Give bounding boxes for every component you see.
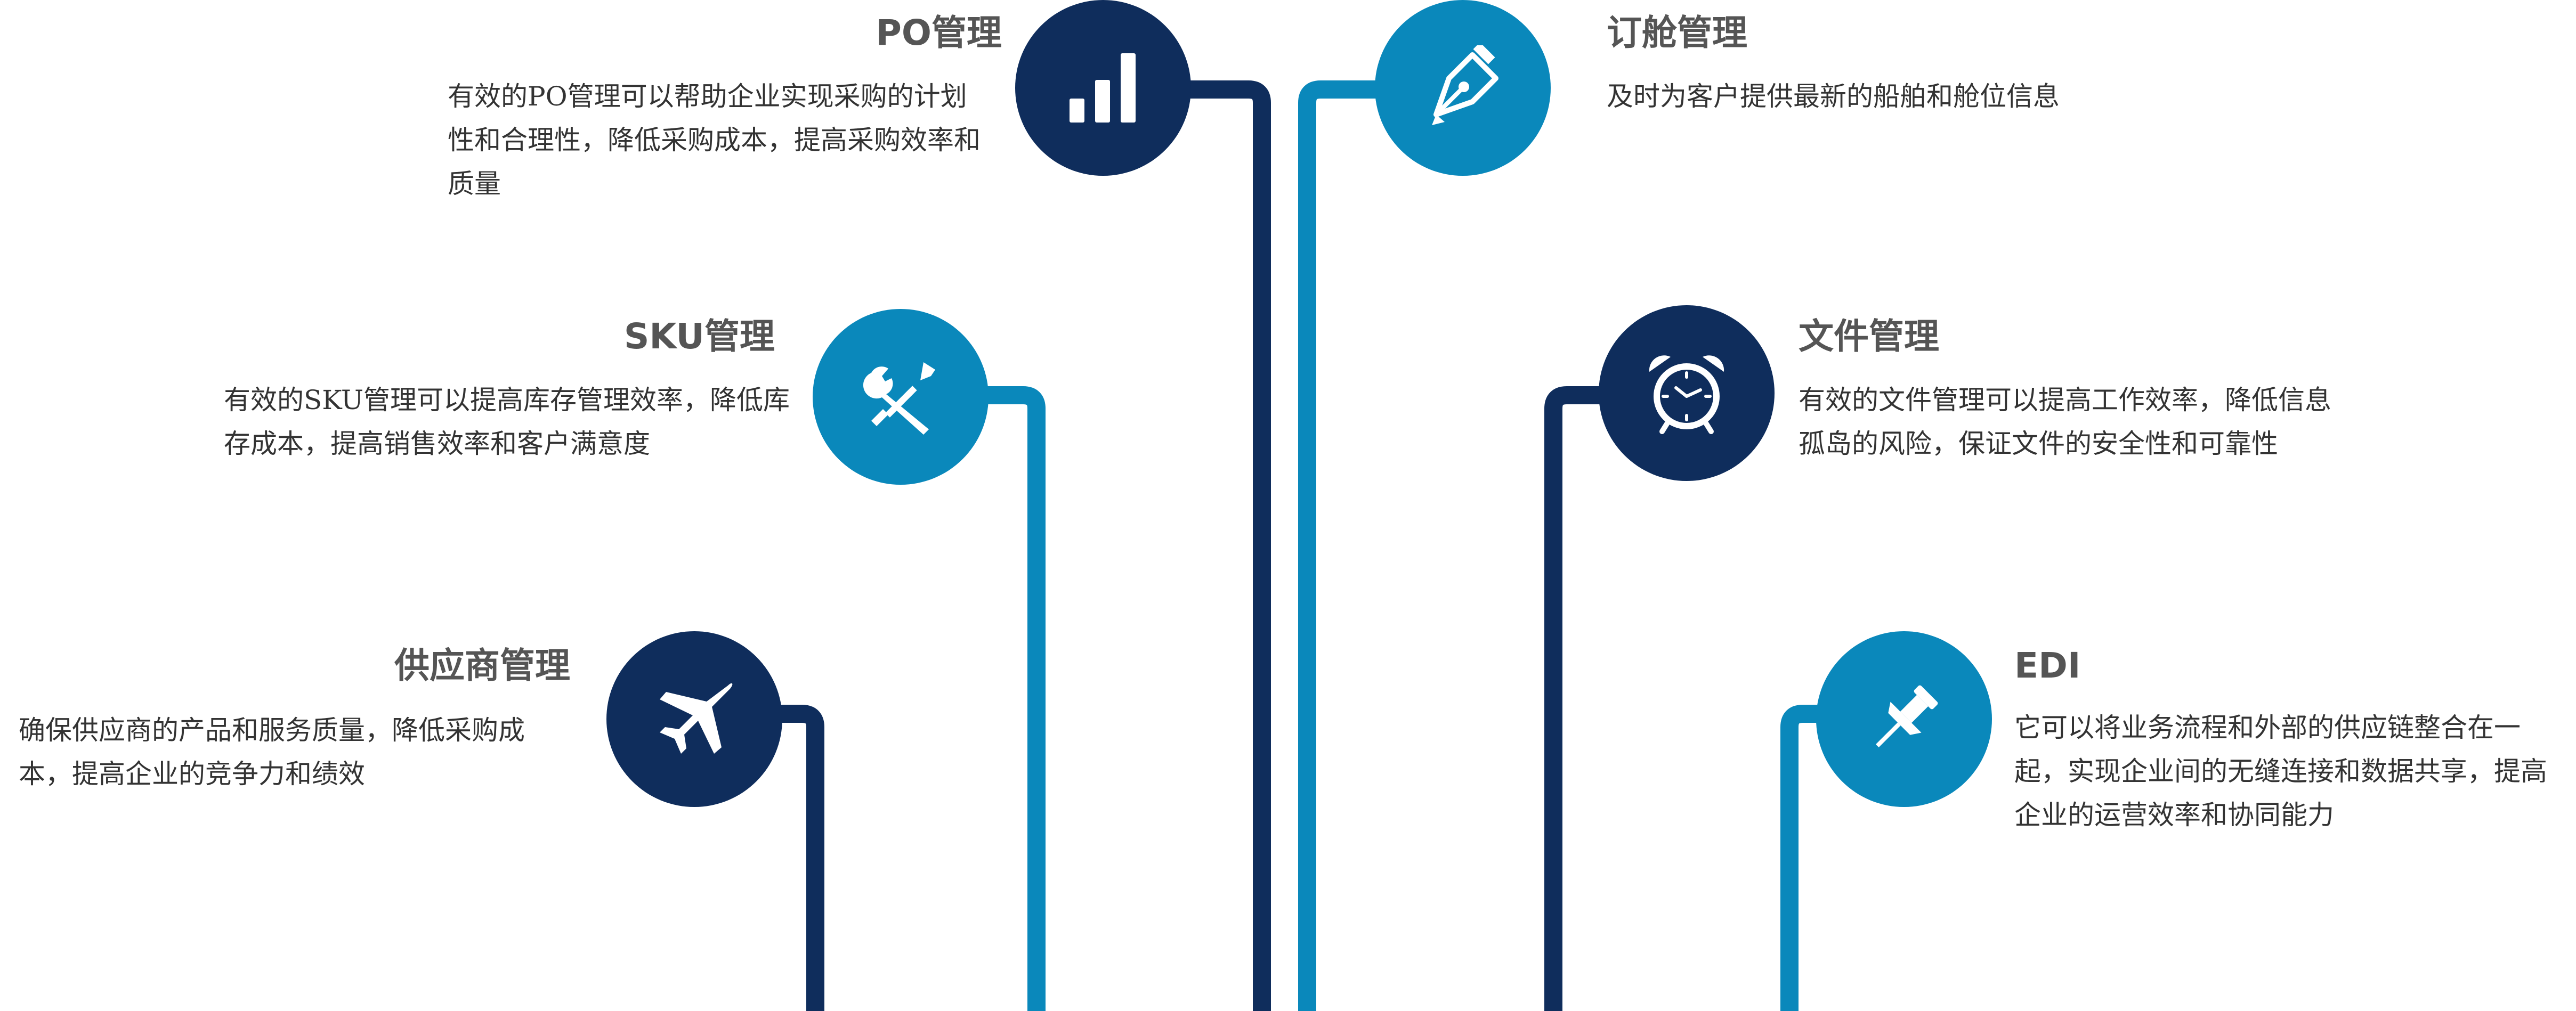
pen-nib-icon	[1432, 45, 1498, 125]
edi-title: EDI	[2014, 645, 2081, 686]
booking-icon-circle	[1375, 0, 1551, 176]
sku-title: SKU管理	[623, 316, 775, 357]
tools-icon	[863, 362, 935, 435]
edi-icon-circle	[1816, 631, 1992, 807]
file-title: 文件管理	[1799, 316, 1939, 357]
connector-line-file	[1544, 386, 1607, 1011]
sku-icon-circle	[813, 309, 989, 485]
bar-chart-icon	[1070, 53, 1136, 123]
file-icon-circle	[1599, 305, 1775, 481]
supplier-title: 供应商管理	[394, 645, 570, 686]
connector-line-sku	[975, 386, 1046, 1011]
alarm-clock-icon	[1649, 355, 1724, 434]
file-description: 有效的文件管理可以提高工作效率，降低信息孤岛的风险，保证文件的安全性和可靠性	[1799, 385, 2331, 459]
supplier-icon-circle	[606, 631, 782, 807]
airplane-icon	[660, 683, 733, 754]
connector-line-booking	[1298, 80, 1380, 1011]
connector-line-po	[1188, 80, 1271, 1011]
booking-description: 及时为客户提供最新的船舶和舱位信息	[1607, 81, 2060, 112]
po-title: PO管理	[876, 12, 1002, 53]
supplier-description: 确保供应商的产品和服务质量，降低采购成本，提高企业的竞争力和绩效	[19, 715, 525, 789]
po-icon-circle	[1015, 0, 1191, 176]
push-pin-icon	[1875, 685, 1938, 748]
po-description: 有效的PO管理可以帮助企业实现采购的计划性和合理性，降低采购成本，提高采购效率和…	[448, 81, 981, 199]
connector-line-supplier	[770, 705, 824, 1011]
sku-description: 有效的SKU管理可以提高库存管理效率，降低库存成本，提高销售效率和客户满意度	[224, 385, 790, 459]
booking-title: 订舱管理	[1607, 12, 1747, 53]
connector-line-edi	[1780, 705, 1820, 1011]
edi-description: 它可以将业务流程和外部的供应链整合在一起，实现企业间的无缝连接和数据共享，提高企…	[2014, 712, 2547, 830]
